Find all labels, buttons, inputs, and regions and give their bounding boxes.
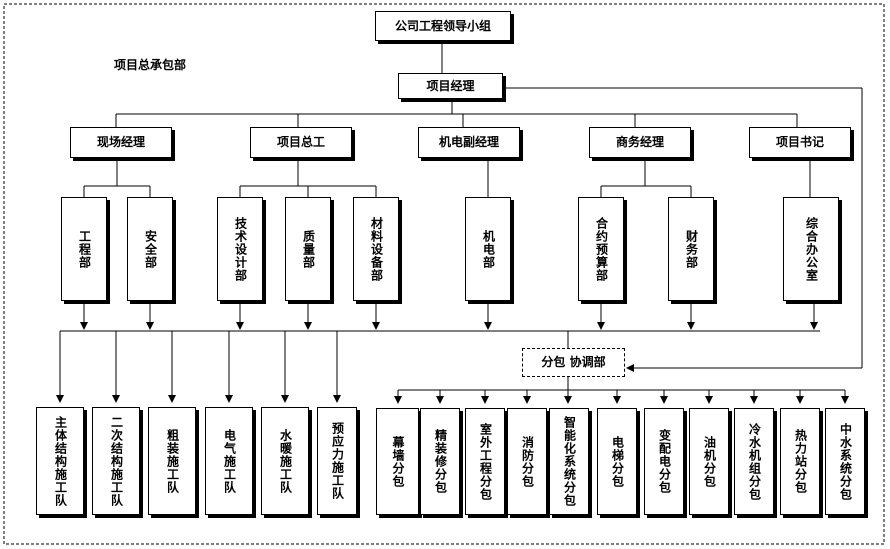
construction-team-node: 水暖施工队 xyxy=(261,407,309,515)
project-manager-node: 项目经理 xyxy=(398,73,503,99)
chief-engineer-node: 项目总工 xyxy=(250,127,352,158)
subcontractor-node: 室外工程分包 xyxy=(465,408,505,515)
leadership-group-node: 公司工程领导小组 xyxy=(375,11,511,41)
construction-team-node: 主体结构施工队 xyxy=(36,407,84,515)
subcontractor-node: 精装修分包 xyxy=(420,408,460,515)
quality-dept-node: 质量部 xyxy=(285,197,331,301)
engineering-dept-node: 工程部 xyxy=(61,197,107,301)
contract-budget-dept-node: 合约预算部 xyxy=(578,197,624,301)
subcontractor-node: 冷水机组分包 xyxy=(734,408,774,515)
me-deputy-manager-node: 机电副经理 xyxy=(418,127,520,158)
project-department-caption: 项目总承包部 xyxy=(114,58,187,72)
construction-team-node: 预应力施工队 xyxy=(317,407,357,515)
subcontractor-node: 消防分包 xyxy=(507,408,547,515)
safety-dept-node: 安全部 xyxy=(127,197,173,301)
construction-team-node: 粗装施工队 xyxy=(148,407,196,515)
subcontractor-node: 热力站分包 xyxy=(780,408,820,515)
subcontractor-node: 幕墙分包 xyxy=(376,408,419,515)
subcontractor-node: 智能化系统分包 xyxy=(549,408,589,515)
me-dept-node: 机电部 xyxy=(465,197,511,301)
subcontract-coordination-node: 分包 协调部 xyxy=(522,348,625,377)
finance-dept-node: 财务部 xyxy=(668,197,714,301)
frame-border xyxy=(3,3,885,545)
construction-team-node: 二次结构施工队 xyxy=(92,407,140,515)
tech-design-dept-node: 技术设计部 xyxy=(217,197,263,301)
party-secretary-node: 项目书记 xyxy=(749,127,851,158)
materials-equipment-dept-node: 材料设备部 xyxy=(353,197,399,301)
construction-team-node: 电气施工队 xyxy=(205,407,253,515)
field-manager-node: 现场经理 xyxy=(70,127,172,158)
general-office-node: 综合办公室 xyxy=(783,197,839,301)
subcontractor-node: 电梯分包 xyxy=(597,408,637,515)
commercial-manager-node: 商务经理 xyxy=(589,127,691,158)
subcontractor-node: 中水系统分包 xyxy=(825,408,865,515)
subcontractor-node: 油机分包 xyxy=(689,408,729,515)
subcontractor-node: 变配电分包 xyxy=(644,408,684,515)
